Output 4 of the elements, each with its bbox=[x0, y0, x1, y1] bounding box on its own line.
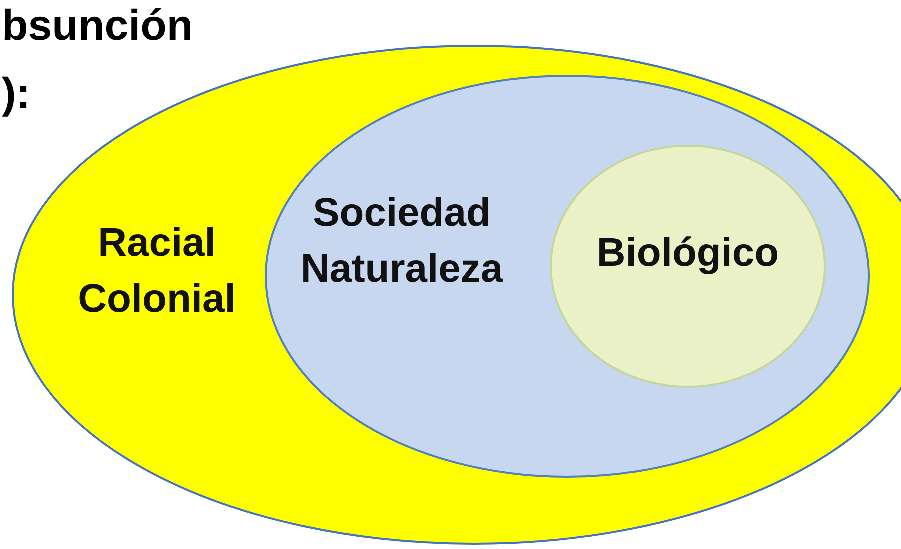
ellipse-label: Racial Colonial bbox=[77, 220, 237, 323]
title: bsunción ): bbox=[2, 1, 194, 120]
ellipse-label: Biológico bbox=[596, 230, 780, 277]
ellipse-label: Sociedad Naturaleza bbox=[300, 190, 504, 293]
